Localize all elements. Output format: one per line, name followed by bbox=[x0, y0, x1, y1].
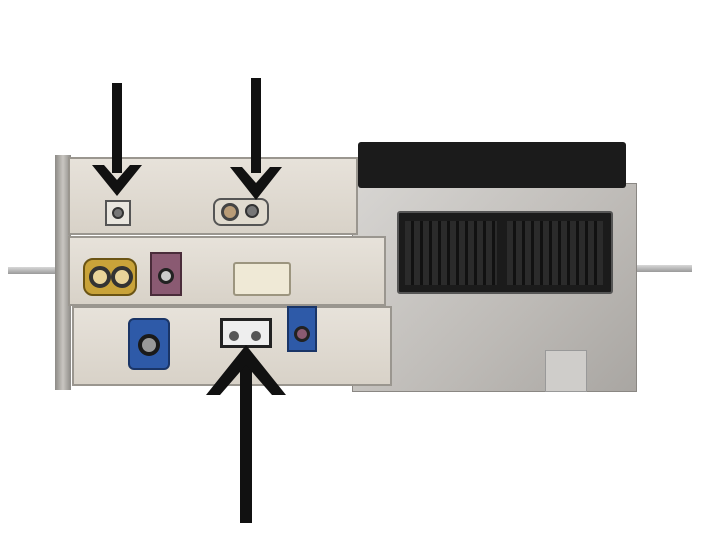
connector-pins-right bbox=[507, 221, 603, 285]
arrow-up-bottom bbox=[206, 345, 286, 523]
white-black-connector bbox=[220, 318, 272, 348]
blue-fakra-large bbox=[128, 318, 170, 370]
yellow-double-fakra bbox=[83, 258, 137, 296]
top-black-connector-housing bbox=[358, 142, 626, 188]
arrow-down-right bbox=[230, 78, 282, 200]
left-mounting-tab bbox=[8, 267, 58, 274]
connector-pins-left bbox=[405, 221, 497, 285]
right-mounting-tab bbox=[630, 265, 692, 272]
single-connector-top bbox=[105, 200, 131, 226]
violet-fakra bbox=[150, 252, 182, 296]
white-multi-pin-connector bbox=[233, 262, 291, 296]
front-bezel bbox=[55, 155, 71, 390]
blue-fakra-small bbox=[287, 306, 317, 352]
main-multi-pin-connector bbox=[397, 211, 613, 294]
arrow-down-left bbox=[92, 83, 142, 196]
double-connector-top bbox=[213, 198, 269, 226]
housing-bracket bbox=[545, 350, 587, 392]
